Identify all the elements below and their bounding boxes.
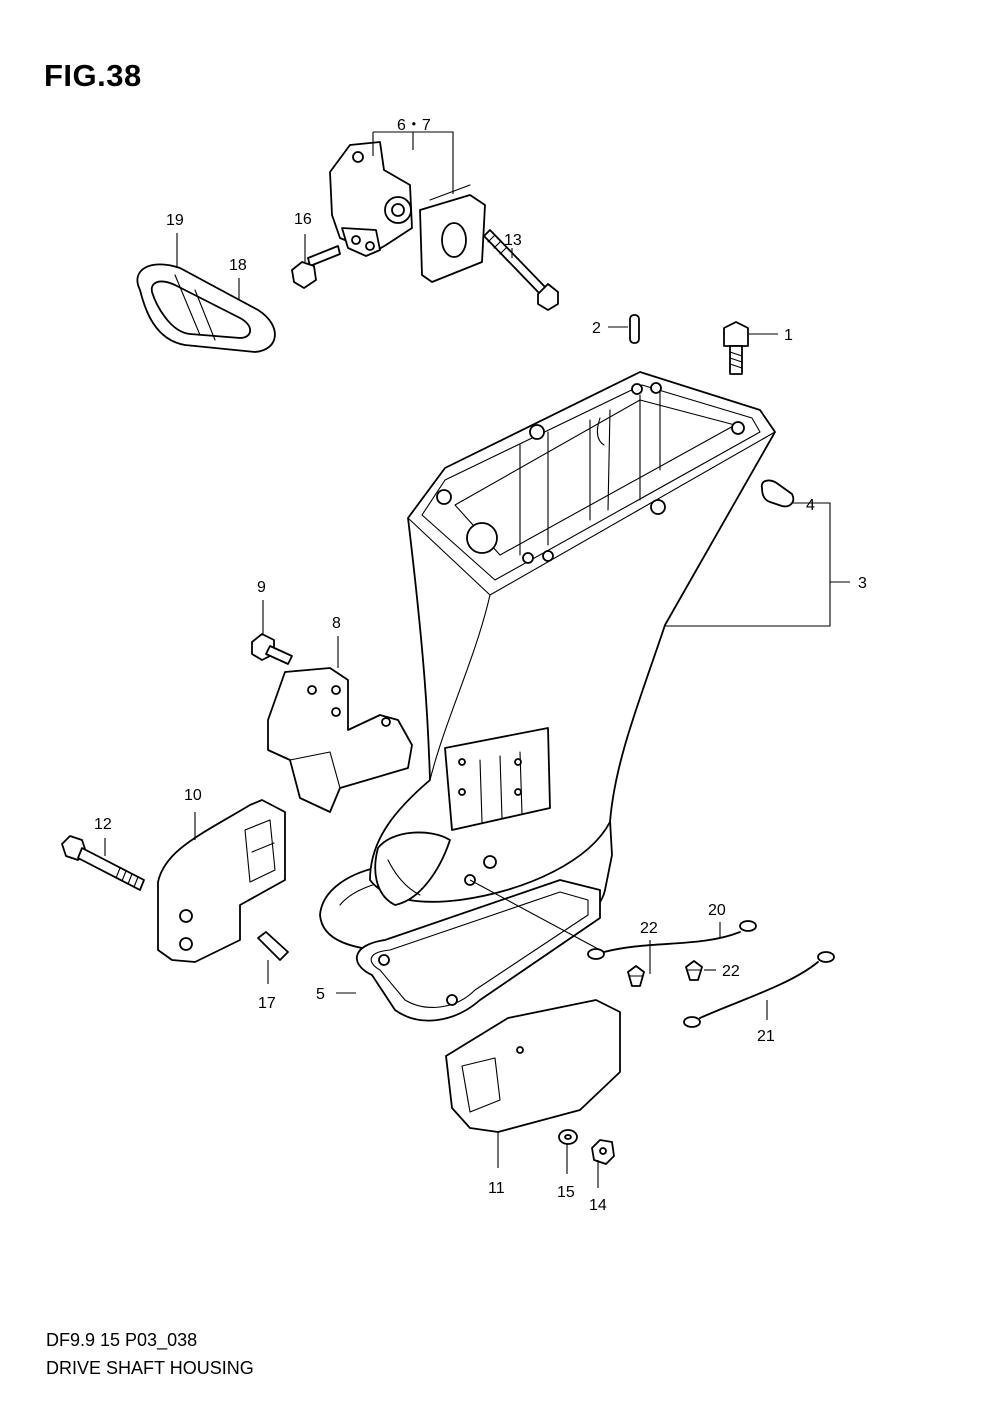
seal-18-19 (136, 263, 276, 353)
callout-10: 10 (184, 787, 202, 804)
bolt-13 (483, 229, 559, 311)
screw-22b (685, 960, 703, 981)
callout-22a: 22 (640, 920, 658, 937)
callout-14: 14 (589, 1197, 607, 1214)
washer-15 (558, 1129, 578, 1145)
callout-6-7: 6・7 (397, 117, 431, 134)
callout-15: 15 (557, 1184, 575, 1201)
drive-shaft-housing (319, 371, 776, 953)
footer-code: DF9.9 15 P03_038 (46, 1330, 198, 1350)
callout-1: 1 (784, 327, 793, 344)
wire-20 (587, 920, 757, 960)
bolt-12 (61, 835, 145, 891)
callout-16: 16 (294, 211, 312, 228)
leader-lines (104, 131, 850, 1188)
lower-mount-10 (157, 799, 286, 963)
upper-mount-6-7 (329, 141, 486, 283)
callout-22b: 22 (722, 963, 740, 980)
bolt-1 (723, 321, 749, 375)
callout-5: 5 (316, 986, 325, 1003)
pin-17 (257, 931, 289, 961)
callout-12: 12 (94, 816, 112, 833)
grommet-4 (760, 479, 795, 508)
callout-18: 18 (229, 257, 247, 274)
callout-17: 17 (258, 995, 276, 1012)
nut-14 (591, 1139, 615, 1165)
screw-22a (627, 965, 645, 987)
callout-3: 3 (858, 575, 867, 592)
gasket-5 (355, 879, 601, 1022)
wire-21 (683, 951, 835, 1028)
callout-2: 2 (592, 320, 601, 337)
callout-9: 9 (257, 579, 266, 596)
callout-13: 13 (504, 232, 522, 249)
callout-19: 19 (166, 212, 184, 229)
bolt-9 (251, 633, 293, 665)
cover-11 (445, 999, 621, 1133)
figure-title: FIG.38 (44, 58, 142, 93)
bracket-8 (267, 667, 413, 813)
callout-21: 21 (757, 1028, 775, 1045)
bolt-16 (291, 245, 341, 289)
callout-4: 4 (806, 497, 815, 514)
callout-11: 11 (488, 1180, 505, 1197)
callout-20: 20 (708, 902, 726, 919)
footer-name: DRIVE SHAFT HOUSING (46, 1358, 254, 1378)
callout-8: 8 (332, 615, 341, 632)
dowel-pin-2 (629, 314, 640, 344)
